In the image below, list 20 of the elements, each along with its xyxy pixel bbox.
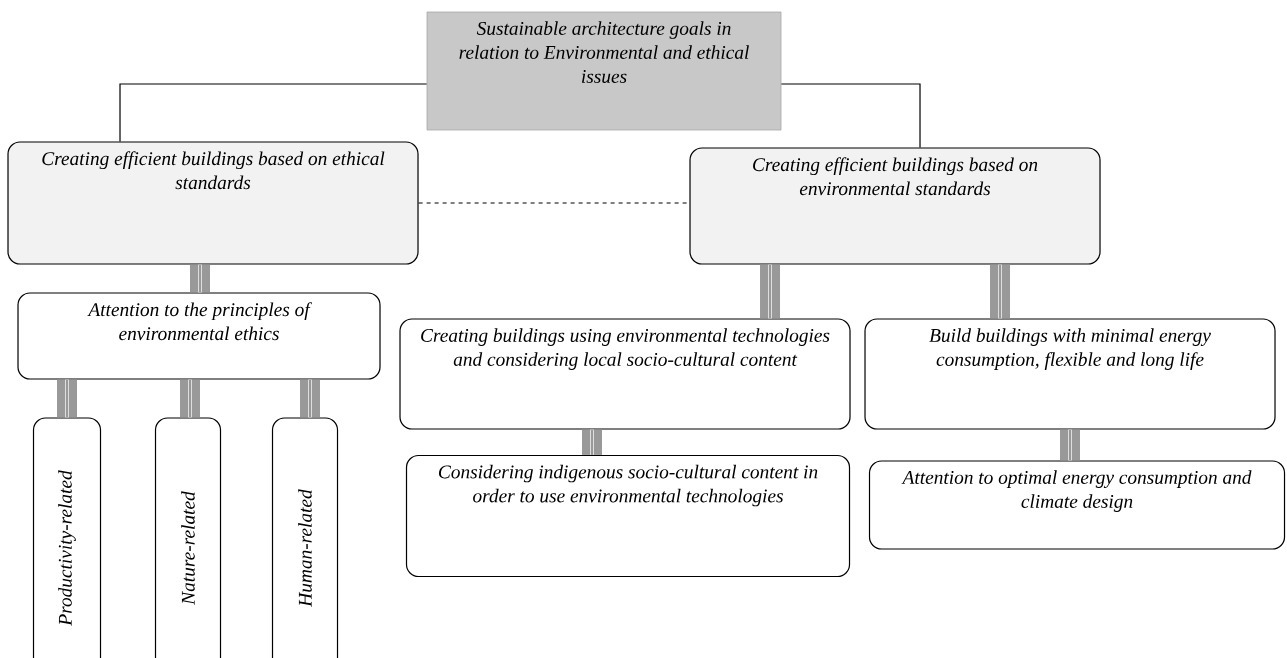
process-box: Creating buildings using environmental technologies and considering local socio-cultural content (399, 318, 851, 430)
process-box: Creating efficient buildings based on ethical standards (7, 141, 419, 265)
process-box: Build buildings with minimal energy consumption, flexible and long life (864, 318, 1276, 430)
process-box: Creating efficient buildings based on environmental standards (689, 147, 1101, 265)
triple-line-connector (190, 264, 210, 293)
process-box: Nature-related (154, 417, 222, 658)
triple-line-connector (180, 379, 200, 418)
triple-line-connector (582, 429, 602, 455)
triple-line-connector (990, 264, 1010, 319)
triple-line-connector (57, 379, 77, 418)
process-box: Human-related (271, 417, 339, 658)
dashed-connector (418, 202, 690, 204)
process-box: Attention to optimal energy consumption and climate design (868, 460, 1286, 550)
title-box: Sustainable architecture goals in relation to Environmental and ethical issues (426, 11, 782, 131)
process-box: Considering indigenous socio-cultural content in order to use environmental technologies (405, 454, 851, 578)
triple-line-connector (1060, 429, 1080, 461)
process-box: Attention to the principles of environmental ethics (17, 292, 381, 380)
triple-line-connector (760, 264, 780, 319)
process-box: Productivity-related (32, 417, 102, 658)
triple-line-connector (300, 379, 320, 418)
